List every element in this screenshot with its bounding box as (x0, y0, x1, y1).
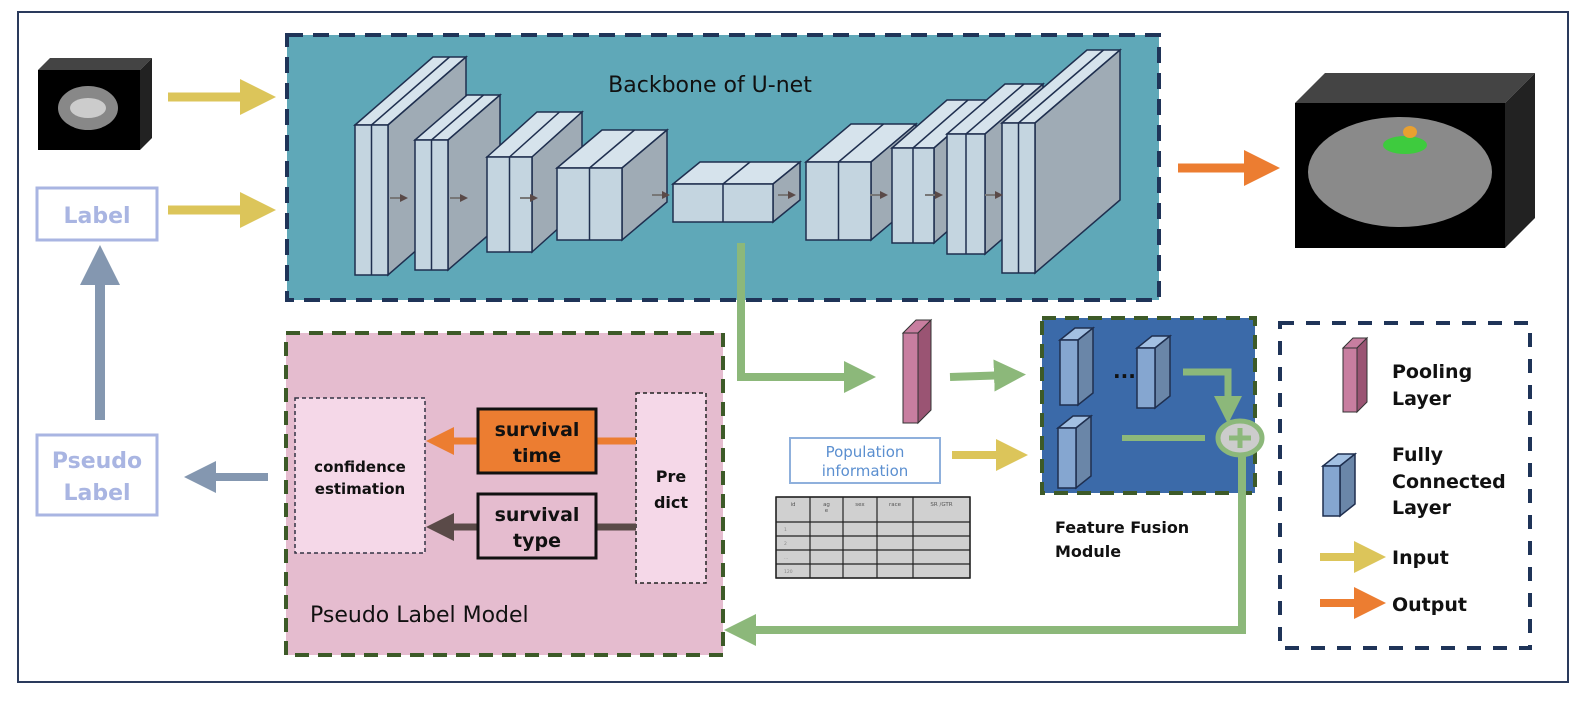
input-mri-image (38, 58, 152, 150)
pooling-layer (901, 318, 933, 425)
table-cell: 1 (784, 527, 787, 533)
confidence-text-2: estimation (315, 480, 405, 498)
legend-output-text: Output (1392, 594, 1467, 616)
table-cell: 2 (784, 541, 787, 547)
legend-fc-text-1: Fully (1392, 444, 1444, 466)
predict-box (635, 392, 707, 584)
pseudo-label-text-1: Pseudo (52, 449, 142, 474)
legend-fc-text-2: Connected (1392, 471, 1506, 493)
survival-time-text-1: survival (495, 419, 580, 441)
survival-type-text-2: type (513, 530, 561, 552)
table-header-sex: sex (855, 502, 865, 508)
legend-pooling-icon (1341, 336, 1369, 414)
survival-time-text-2: time (513, 445, 561, 467)
table-header-race: race (888, 502, 902, 508)
outer-frame (17, 11, 1569, 683)
label-text: Label (63, 204, 130, 229)
unet-layer-4 (554, 128, 670, 242)
population-info-box (789, 437, 941, 484)
table-header-sr-gtr: SR /GTR (930, 502, 953, 508)
pseudo-model-title: Pseudo Label Model (310, 603, 529, 628)
fc-to-sum-arrow (1183, 368, 1242, 424)
unet-layer-9 (999, 48, 1123, 275)
legend-input-text: Input (1392, 547, 1449, 569)
unet-layer-6 (803, 122, 919, 242)
bottleneck-to-pooling-arrow (737, 243, 876, 393)
fusion-label-2: Module (1055, 542, 1121, 561)
fusion-to-model-arrow (724, 457, 1246, 646)
predict-text-1: Pre (656, 467, 687, 486)
confidence-text-1: confidence (314, 458, 406, 476)
fusion-label-1: Feature Fusion (1055, 518, 1189, 537)
table-cell: ... (784, 556, 788, 561)
pseudo-label-text-2: Label (63, 481, 130, 506)
legend-fc-icon (1320, 452, 1358, 518)
label-box (35, 186, 159, 242)
sum-icon (1215, 418, 1265, 458)
fusion-dots: ... (1113, 359, 1136, 383)
population-text-2: information (822, 462, 909, 480)
survival-type-text-1: survival (495, 504, 580, 526)
population-table: id ag e sex race SR /GTR 1 2... 120 (775, 496, 971, 579)
predict-text-2: dict (654, 493, 688, 512)
legend-fc-text-3: Layer (1392, 497, 1452, 519)
legend-pooling-text-2: Layer (1392, 388, 1452, 410)
unet-title: Backbone of U-net (608, 73, 812, 98)
fc-layer-1 (1057, 326, 1096, 407)
fc-layer-3 (1055, 414, 1094, 490)
table-header-age: ag e (823, 502, 830, 514)
legend-pooling-text-1: Pooling (1392, 361, 1472, 383)
table-header-id: id (790, 502, 796, 508)
unet-layers (352, 48, 1123, 277)
pooling-to-fusion-arrow (949, 359, 1026, 392)
fc-layer-2 (1134, 334, 1173, 410)
confidence-estimation-box (294, 397, 426, 554)
population-text-1: Population (826, 443, 905, 461)
pseudo-label-box (35, 433, 159, 517)
table-cell: 120 (784, 569, 793, 575)
survival-time-box (476, 407, 598, 475)
output-segmentation-image (1295, 73, 1535, 248)
survival-type-box (476, 492, 598, 560)
unet-layer-5 (670, 160, 803, 224)
